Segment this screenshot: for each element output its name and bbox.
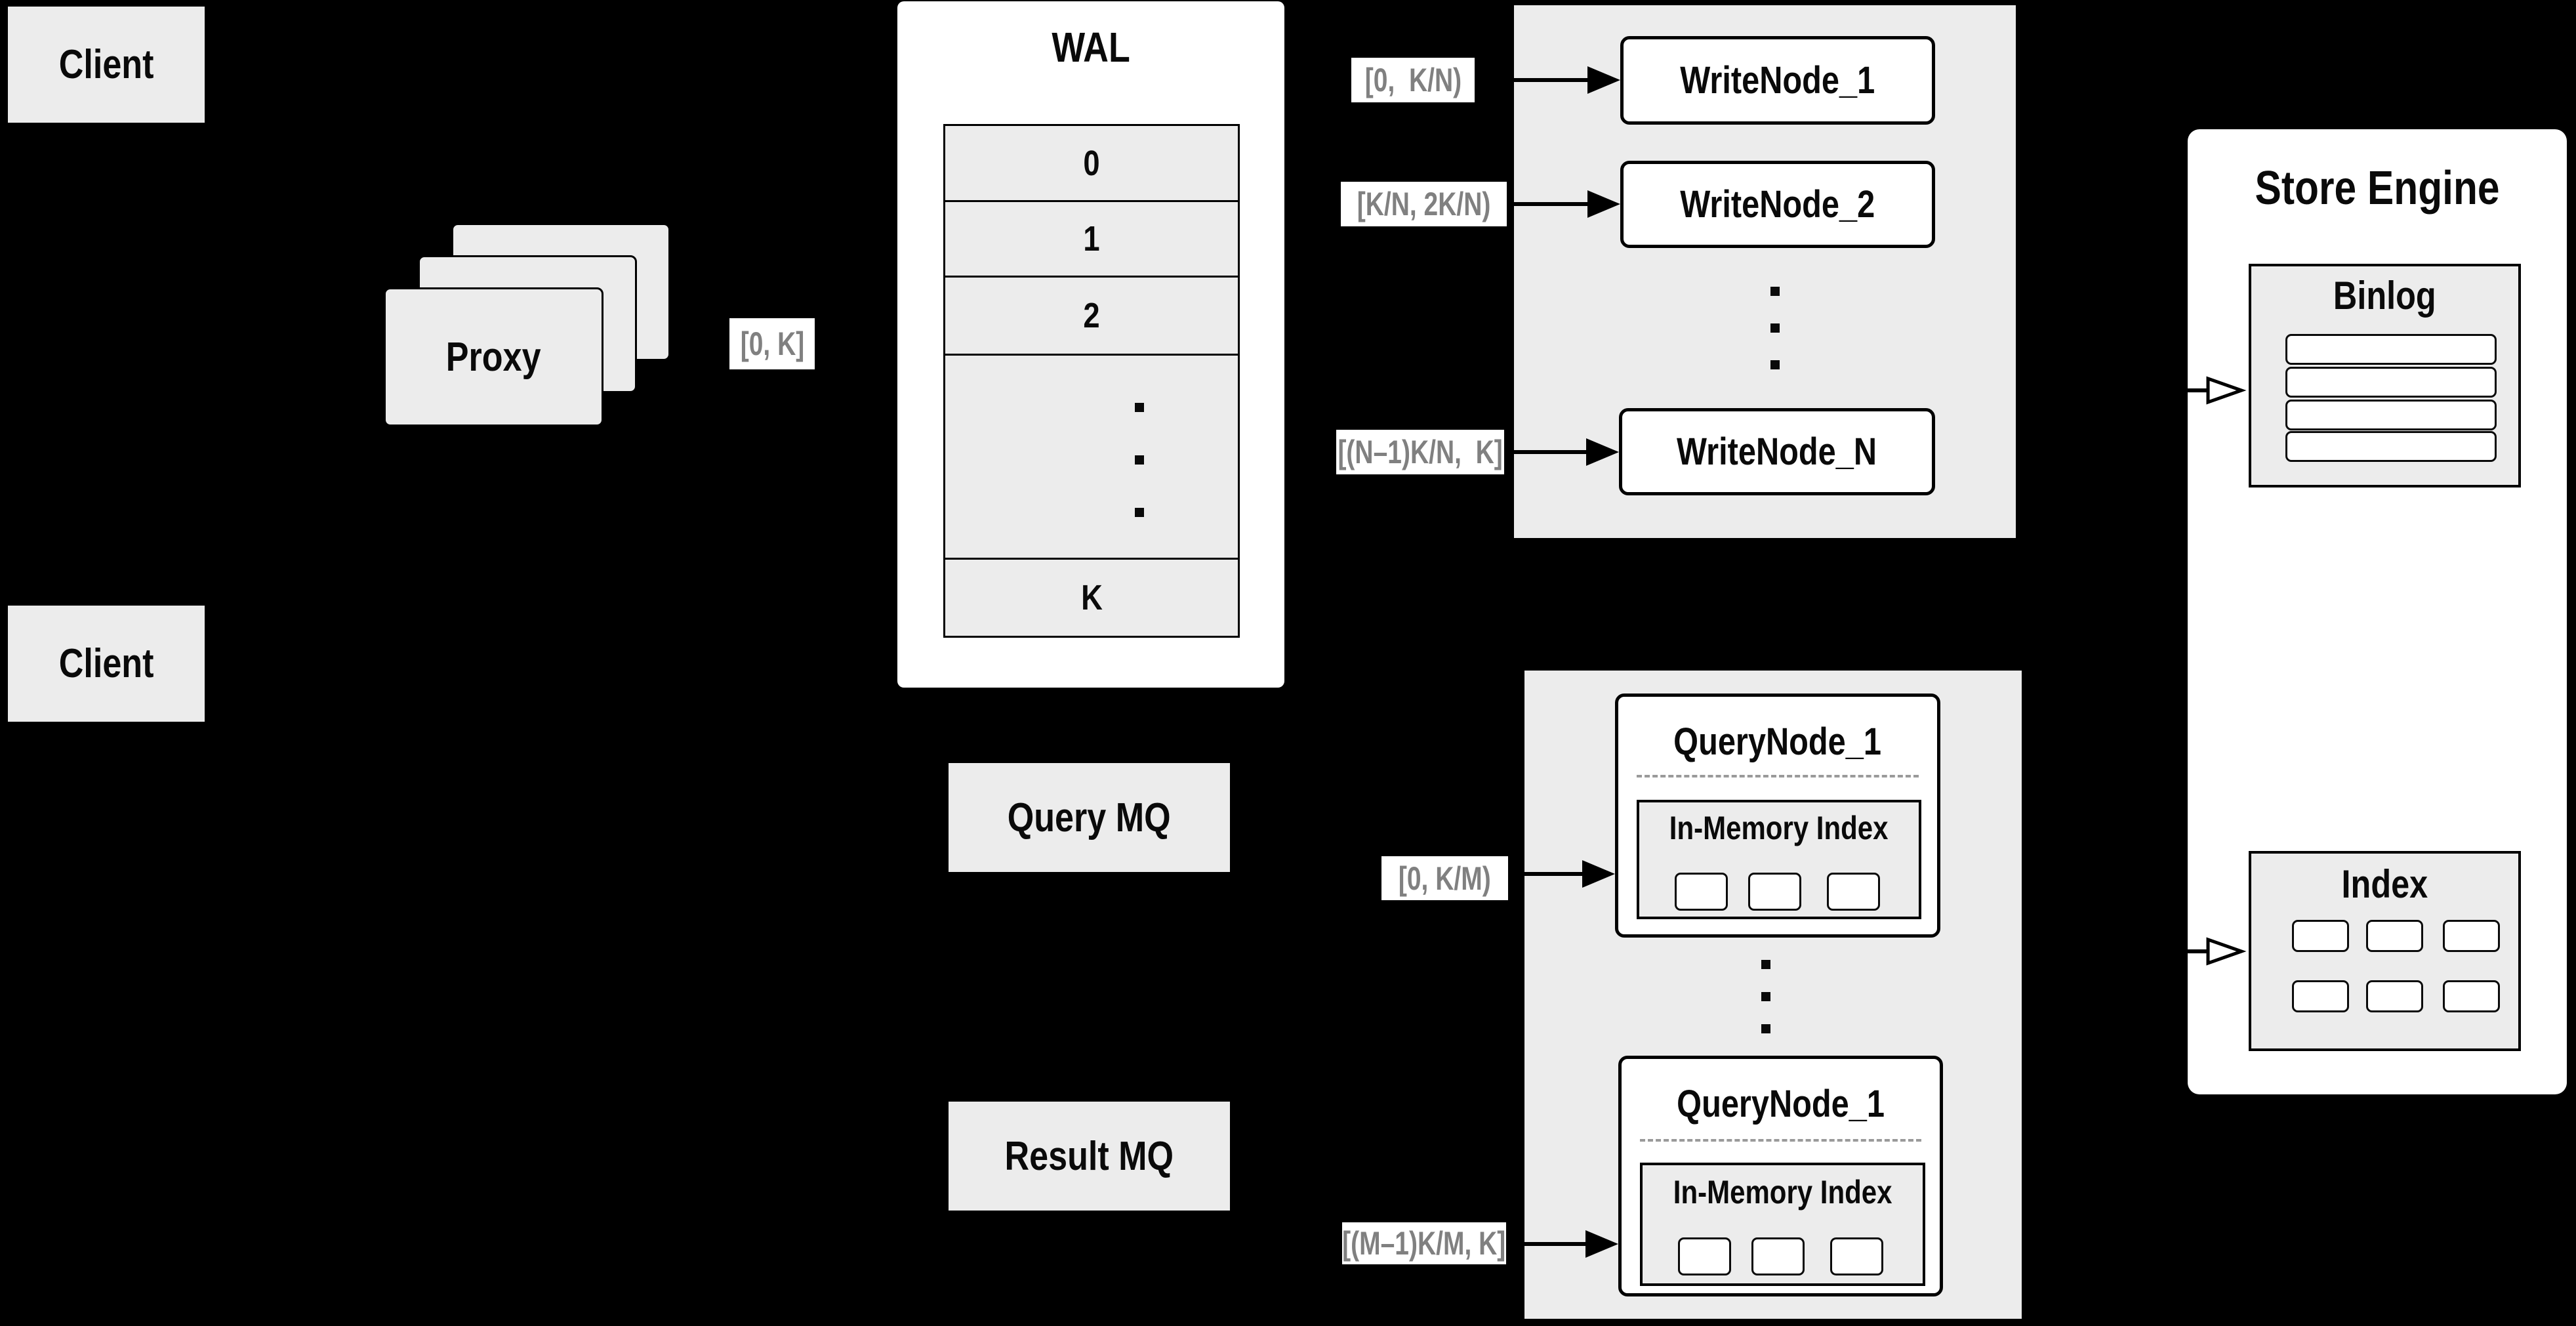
client-box-top: Client — [6, 5, 207, 125]
wal-segment-k: K — [943, 560, 1240, 638]
index-chip — [2292, 920, 2349, 952]
divider-dashed — [1637, 775, 1919, 777]
segment-chip — [1748, 873, 1801, 911]
query-mq-box: Query MQ — [947, 761, 1232, 874]
in-memory-index-bottom: In-Memory Index — [1640, 1163, 1925, 1286]
wal-box: WAL 0 1 2 K — [897, 1, 1284, 688]
segment-chip — [1830, 1237, 1883, 1275]
query-node-top-title-row: QueryNode_1 — [1673, 720, 1882, 763]
query-node-top: QueryNode_1 In-Memory Index — [1615, 694, 1940, 938]
binlog-row — [2285, 334, 2497, 365]
client-box-bottom: Client — [6, 604, 207, 724]
wal-segment-ellipsis — [943, 356, 1240, 560]
binlog-box: Binlog — [2249, 264, 2521, 487]
store-engine-title-row: Store Engine — [2255, 162, 2500, 215]
range-label-proxy-to-wal: [0, K] — [729, 318, 815, 369]
index-chip — [2292, 980, 2349, 1012]
segment-chip — [1675, 873, 1728, 911]
in-memory-index-top: In-Memory Index — [1637, 800, 1921, 919]
wal-title-row: WAL — [897, 18, 1284, 77]
query-node-bottom: QueryNode_1 In-Memory Index — [1618, 1056, 1943, 1296]
query-node-bottom-title-row: QueryNode_1 — [1677, 1082, 1885, 1125]
wal-segment-0: 0 — [943, 124, 1240, 202]
range-label-query-m: [(M–1)K/M, K] — [1342, 1222, 1506, 1264]
write-node-1: WriteNode_1 — [1620, 36, 1935, 125]
segment-chip — [1751, 1237, 1805, 1275]
client-top-label: Client — [58, 42, 154, 87]
index-chip — [2443, 980, 2500, 1012]
range-label-write-n: [(N–1)K/N, K] — [1336, 430, 1504, 474]
index-box: Index — [2249, 851, 2521, 1051]
store-engine-box: Store Engine Binlog Index — [2188, 129, 2567, 1094]
proxy-label: Proxy — [446, 334, 541, 380]
range-label-write-1: [0, K/N) — [1351, 58, 1475, 102]
wal-title: WAL — [1052, 24, 1130, 71]
result-mq-box: Result MQ — [947, 1100, 1232, 1212]
write-node-2: WriteNode_2 — [1620, 161, 1935, 248]
write-node-n: WriteNode_N — [1619, 408, 1935, 495]
client-bottom-label: Client — [58, 641, 154, 686]
index-chip — [2366, 920, 2423, 952]
proxy-box: Proxy — [384, 287, 603, 426]
index-chip — [2443, 920, 2500, 952]
segment-chip — [1827, 873, 1880, 911]
binlog-row — [2285, 367, 2497, 398]
index-chip — [2366, 980, 2423, 1012]
segment-chip — [1678, 1237, 1731, 1275]
binlog-row — [2285, 400, 2497, 430]
wal-segment-1: 1 — [943, 202, 1240, 278]
divider-dashed — [1640, 1139, 1921, 1142]
range-label-query-1: [0, K/M) — [1381, 856, 1508, 900]
wal-segment-2: 2 — [943, 278, 1240, 356]
binlog-row — [2285, 431, 2497, 462]
range-label-write-2: [K/N, 2K/N) — [1341, 182, 1507, 226]
